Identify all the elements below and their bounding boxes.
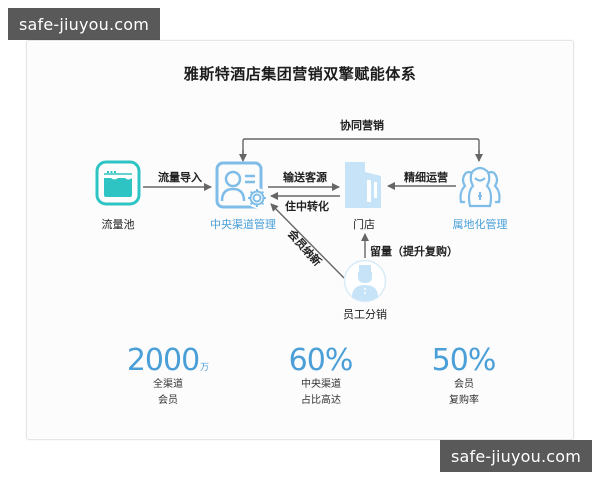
building-icon (343, 160, 383, 210)
diagram-title: 雅斯特酒店集团营销双擎赋能体系 (183, 65, 417, 83)
stat-unit: 万 (200, 363, 210, 373)
stat-desc-line1: 会员 (454, 379, 474, 390)
edge-label-traffic-import: 流量导入 (158, 171, 202, 184)
stat-value-row: 2000万 (127, 345, 209, 377)
stat-central-share: 60% 中央渠道 占比高达 (289, 345, 354, 409)
stat-desc-line1: 中央渠道 (301, 379, 341, 390)
watermark-top: safe-jiuyou.com (8, 8, 160, 40)
stat-repurchase-rate: 50% 会员 复购率 (432, 345, 497, 409)
diagram-card (26, 40, 574, 440)
central-channel-label: 中央渠道管理 (210, 218, 276, 231)
stat-desc-line1: 全渠道 (153, 379, 183, 390)
local-management-label: 属地化管理 (452, 218, 508, 231)
stat-value: 2000 (126, 343, 200, 378)
group-people-icon (457, 162, 503, 210)
stat-desc-line2: 复购率 (449, 395, 479, 406)
stat-value-row: 50% (432, 345, 497, 377)
edge-label-fine-operation: 精细运营 (404, 171, 448, 184)
staff-avatar-icon (343, 259, 387, 303)
staff-distribution-label: 员工分销 (343, 308, 387, 321)
stat-desc-line2: 会员 (158, 395, 178, 406)
watermark-bottom: safe-jiuyou.com (440, 440, 592, 472)
stat-value: 50% (431, 343, 497, 378)
stat-value-row: 60% (289, 345, 354, 377)
water-pool-icon (95, 160, 141, 206)
stat-value: 60% (288, 343, 354, 378)
edge-label-stay-conversion: 住中转化 (285, 200, 329, 213)
edge-label-deliver-customers: 输送客源 (283, 171, 327, 184)
user-card-gear-icon (215, 161, 271, 211)
stat-desc-line2: 占比高达 (301, 395, 341, 406)
traffic-pool-label: 流量池 (101, 218, 135, 231)
edge-label-retention: 留量（提升复购） (370, 245, 458, 258)
store-label: 门店 (353, 218, 375, 231)
edge-label-collaborative-marketing: 协同营销 (340, 119, 384, 132)
stat-total-members: 2000万 全渠道 会员 (127, 345, 209, 409)
